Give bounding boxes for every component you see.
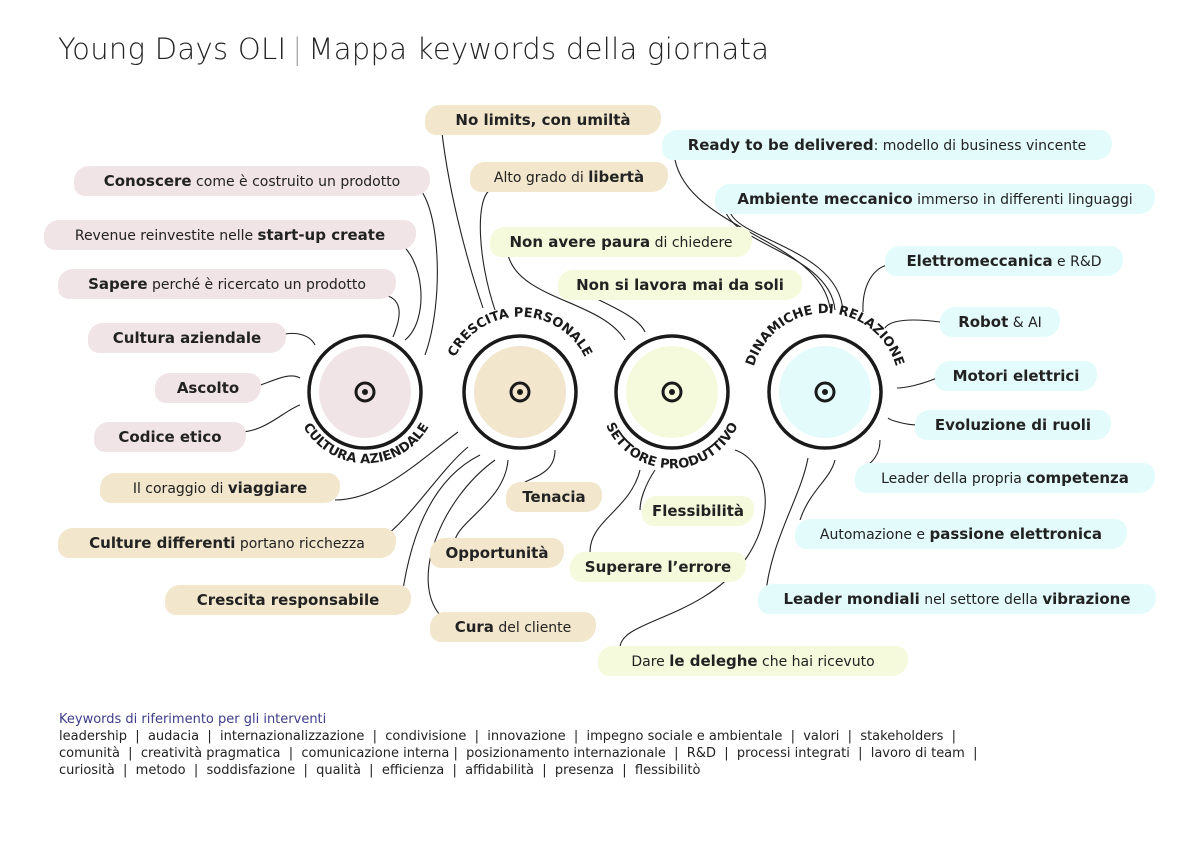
keyword-bold-text: Non avere paura — [509, 233, 651, 251]
keyword-bold-text: start-up create — [257, 226, 386, 244]
keyword-bold-text: No limits, con umiltà — [455, 111, 631, 129]
keyword-bold-text: Superare l’errore — [584, 558, 732, 576]
keyword-label: Superare l’errore — [570, 552, 746, 582]
keyword-bold-text: competenza — [1026, 469, 1129, 487]
keyword-label: Culture differenti portano ricchezza — [58, 528, 396, 558]
keyword-label: Ready to be delivered: modello di busine… — [662, 130, 1112, 160]
keyword-bold-text: viaggiare — [227, 479, 308, 497]
keyword-text: che hai ricevuto — [757, 654, 875, 670]
keyword-text: & AI — [1008, 315, 1042, 331]
keyword-bold-text: Codice etico — [118, 428, 222, 446]
keyword-text: del cliente — [493, 620, 572, 636]
footer-line: curiosità | metodo | soddisfazione | qua… — [59, 763, 701, 778]
keyword-text: e R&D — [1052, 254, 1102, 270]
footer-line: comunità | creatività pragmatica | comun… — [59, 746, 978, 761]
connector-lines — [239, 132, 941, 649]
keyword-bold-text: Robot — [958, 313, 1009, 331]
keyword-label: Conoscere come è costruito un prodotto — [74, 166, 430, 196]
title-separator: | — [292, 32, 303, 66]
footer-line: leadership | audacia | internazionalizza… — [59, 729, 957, 744]
keyword-label: Alto grado di libertà — [470, 162, 668, 192]
hub-settore-produttivo: SETTORE PRODUTTIVO — [602, 334, 742, 472]
keyword-bold-text: Non si lavora mai da soli — [576, 276, 784, 294]
footer-heading: Keywords di riferimento per gli interven… — [59, 712, 327, 727]
keyword-label: Opportunità — [430, 538, 564, 568]
keyword-bold-text: libertà — [588, 168, 645, 186]
keyword-label: Sapere perché è ricercato un prodotto — [58, 269, 396, 299]
keyword-label: Non si lavora mai da soli — [558, 270, 802, 300]
keyword-bold-text: Ambiente meccanico — [737, 190, 913, 208]
keyword-bold-text: Elettromeccanica — [906, 252, 1053, 270]
keyword-text: : modello di business vincente — [873, 138, 1087, 154]
keyword-text: portano ricchezza — [235, 536, 365, 552]
keyword-bold-text: Ascolto — [176, 379, 240, 397]
keyword-text: immerso in differenti linguaggi — [912, 192, 1133, 208]
keyword-label: Cura del cliente — [430, 612, 596, 642]
keyword-label: Revenue reinvestite nelle start-up creat… — [44, 220, 416, 250]
keyword-bold-text: Cura — [454, 618, 494, 636]
keyword-text: nel settore della — [919, 592, 1043, 608]
keyword-label: Il coraggio di viaggiare — [100, 473, 340, 503]
keyword-label: Dare le deleghe che hai ricevuto — [598, 646, 908, 676]
footer-keywords: Keywords di riferimento per gli interven… — [59, 711, 977, 779]
keyword-label: Ascolto — [155, 373, 261, 403]
keyword-text: Alto grado di — [493, 170, 589, 186]
keyword-bold-text: Opportunità — [445, 544, 549, 562]
keyword-label: Elettromeccanica e R&D — [885, 246, 1123, 276]
keyword-label: Leader mondiali nel settore della vibraz… — [758, 584, 1156, 614]
keyword-label: Automazione e passione elettronica — [795, 519, 1127, 549]
hub-crescita-personale: CRESCITA PERSONALE — [445, 306, 595, 450]
keyword-text: Leader della propria — [881, 471, 1027, 487]
keyword-text: di chiedere — [650, 235, 733, 251]
keyword-label: Non avere paura di chiedere — [490, 227, 752, 257]
title-sub: Mappa keywords della giornata — [308, 32, 770, 66]
keyword-bold-text: Cultura aziendale — [112, 329, 262, 347]
keyword-bold-text: Flessibilità — [651, 502, 744, 520]
keyword-text: perché è ricercato un prodotto — [147, 277, 366, 293]
keyword-bold-text: Crescita responsabile — [196, 591, 380, 609]
keyword-label: No limits, con umiltà — [425, 105, 661, 135]
keyword-label: Cultura aziendale — [88, 323, 286, 353]
keyword-text: Automazione e — [819, 527, 930, 543]
keyword-label: Tenacia — [506, 482, 602, 512]
keyword-bold-text: passione elettronica — [929, 525, 1103, 543]
title-main: Young Days OLI — [58, 32, 287, 66]
keyword-label: Motori elettrici — [935, 361, 1097, 391]
keyword-label: Leader della propria competenza — [855, 463, 1155, 493]
keyword-label: Robot & AI — [940, 307, 1060, 337]
keyword-label: Codice etico — [94, 422, 246, 452]
keyword-text: come è costruito un prodotto — [191, 174, 401, 190]
keyword-bold-text: Leader mondiali — [783, 590, 920, 608]
keyword-label: Ambiente meccanico immerso in differenti… — [715, 184, 1155, 214]
keyword-label: Flessibilità — [642, 496, 754, 526]
keyword-bold-text: Tenacia — [522, 488, 586, 506]
keyword-label: Evoluzione di ruoli — [915, 410, 1111, 440]
page-title: Young Days OLI|Mappa keywords della gior… — [58, 32, 769, 66]
keyword-text: Dare — [631, 654, 670, 670]
keyword-text: Il coraggio di — [132, 481, 228, 497]
keyword-bold-text: Sapere — [88, 275, 148, 293]
keyword-bold-text: Evoluzione di ruoli — [934, 416, 1092, 434]
keyword-text: Revenue reinvestite nelle — [74, 228, 258, 244]
keyword-label: Crescita responsabile — [165, 585, 411, 615]
keyword-bold-text: Motori elettrici — [952, 367, 1080, 385]
hub-cultura-aziendale: CULTURA AZIENDALE — [300, 334, 432, 467]
keyword-bold-text: Conoscere — [103, 172, 192, 190]
keyword-bold-text: Culture differenti — [89, 534, 236, 552]
keyword-bold-text: Ready to be delivered — [687, 136, 874, 154]
hub-dinamiche-di-relazione: DINAMICHE DI RELAZIONE — [743, 302, 907, 450]
keyword-bold-text: le deleghe — [669, 652, 758, 670]
keyword-bold-text: vibrazione — [1042, 590, 1131, 608]
